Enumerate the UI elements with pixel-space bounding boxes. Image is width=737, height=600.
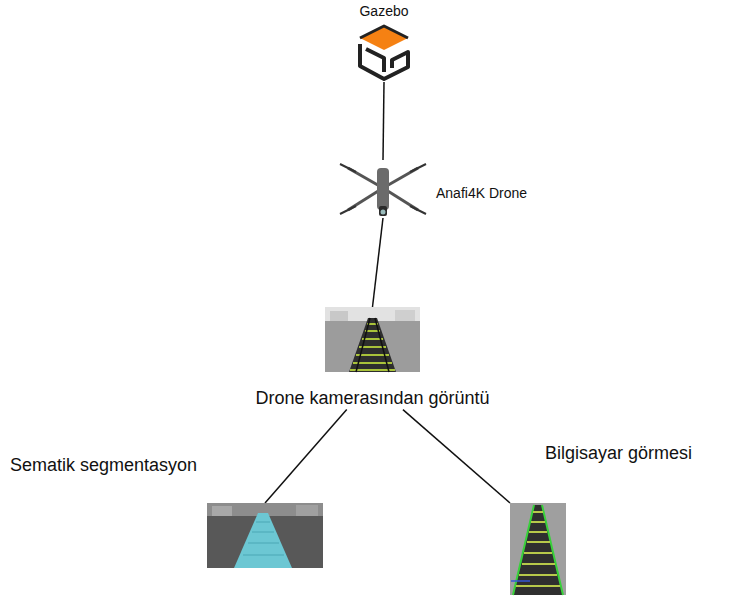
camera-image [325, 307, 420, 372]
drone-node: Anafi4K Drone [340, 160, 426, 218]
connector-line [403, 410, 510, 503]
connector-line [383, 82, 384, 160]
node-label: Drone kamerasından görüntü [255, 388, 489, 410]
connector-line [265, 410, 347, 503]
connector-line [372, 218, 383, 307]
segmentation-image [207, 503, 323, 568]
camera-image-node: Drone kamerasından görüntü [255, 307, 489, 410]
node-label: Anafi4K Drone [436, 185, 527, 202]
node-label: Gazebo [359, 3, 408, 20]
computer-vision-node: Bilgisayar görmesi [510, 503, 566, 595]
gazebo-node: Gazebo [358, 24, 410, 82]
gazebo-logo [360, 26, 408, 79]
segmentation-node: Sematik segmentasyon [207, 503, 323, 568]
node-label: Sematik segmentasyon [10, 455, 197, 477]
drone-icon [340, 164, 426, 216]
node-label: Bilgisayar görmesi [545, 443, 692, 465]
computer-vision-image [510, 503, 566, 595]
